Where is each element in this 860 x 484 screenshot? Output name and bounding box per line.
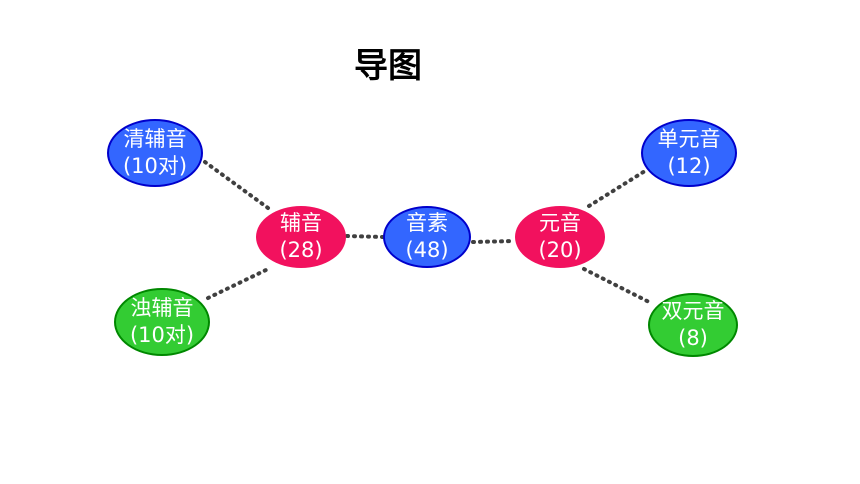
node-vowel: 元音 (20)	[515, 206, 605, 268]
node-count: (28)	[279, 238, 323, 262]
node-label: 元音	[539, 211, 581, 235]
node-consonant: 辅音 (28)	[256, 206, 346, 268]
link-consonant-root	[345, 234, 385, 239]
link-voiceless-consonant	[203, 160, 270, 210]
link-root-vowel	[471, 239, 516, 244]
node-label: 音素	[406, 211, 448, 235]
node-count: (10对)	[122, 154, 188, 178]
node-count: (8)	[678, 326, 708, 350]
node-label: 双元音	[661, 299, 725, 323]
node-label: 清辅音	[123, 127, 187, 151]
node-count: (48)	[405, 238, 449, 262]
node-monophthong: 单元音 (12)	[641, 119, 737, 187]
node-phoneme-root: 音素 (48)	[383, 206, 471, 268]
node-voiceless-consonant: 清辅音 (10对)	[107, 119, 203, 187]
link-vowel-monophthong	[587, 169, 647, 208]
diagram-title: 导图	[354, 46, 422, 86]
link-voiced-consonant	[206, 268, 268, 300]
node-count: (12)	[667, 154, 711, 178]
node-count: (20)	[538, 238, 582, 262]
link-vowel-diphthong	[582, 267, 653, 305]
node-diphthong: 双元音 (8)	[648, 293, 738, 357]
node-label: 浊辅音	[130, 296, 194, 320]
node-label: 辅音	[280, 211, 322, 235]
node-label: 单元音	[657, 127, 721, 151]
node-count: (10对)	[129, 323, 195, 347]
node-voiced-consonant: 浊辅音 (10对)	[114, 288, 210, 356]
